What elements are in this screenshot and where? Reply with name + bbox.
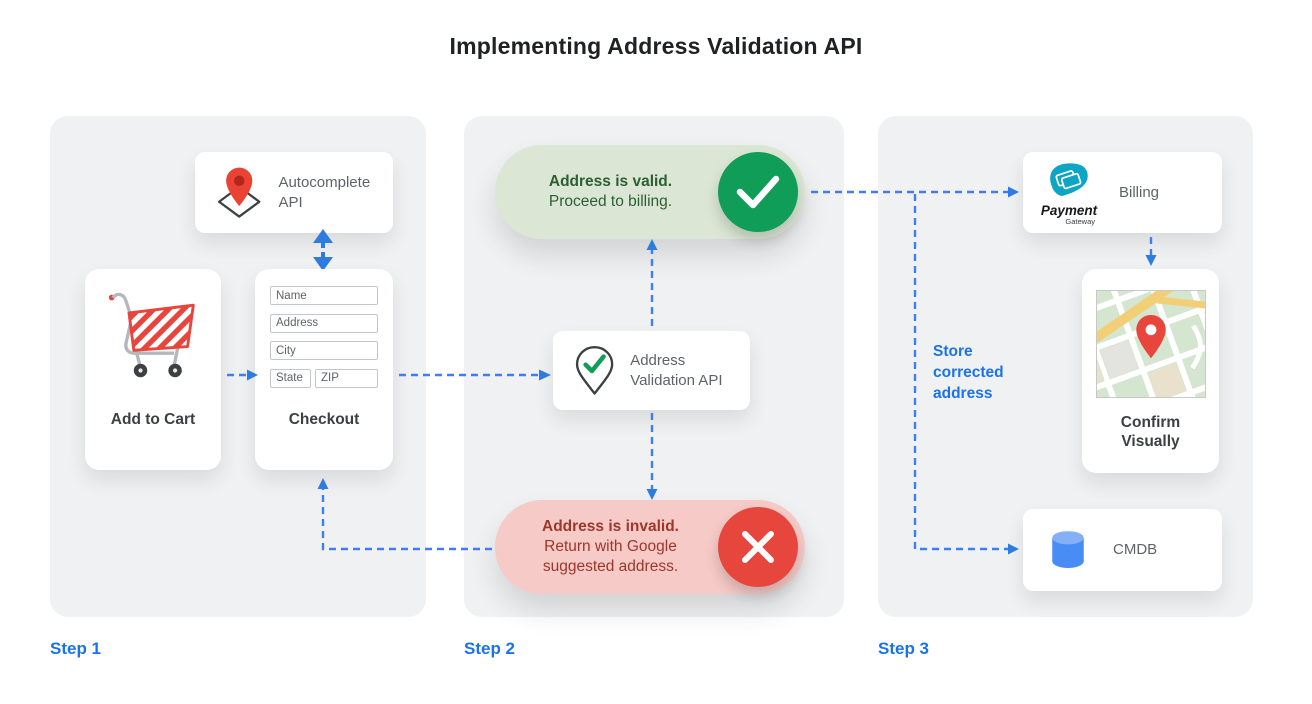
billing-label: Billing: [1119, 183, 1160, 201]
name-field: [270, 286, 378, 305]
add-to-cart-card: Add to Cart: [85, 269, 221, 470]
address-field: [270, 313, 378, 333]
zip-field: [315, 368, 378, 388]
confirm-visually-card: Confirm Visually: [1082, 269, 1219, 473]
address-valid-text: Address is valid. Proceed to billing.: [513, 145, 708, 239]
city-field: [270, 341, 378, 360]
shopping-cart-icon: [108, 292, 195, 378]
address-invalid-title: Address is invalid.: [542, 518, 679, 535]
payment-gateway-logo: Payment Gateway: [1037, 160, 1101, 226]
address-valid-subtitle: Proceed to billing.: [548, 193, 673, 210]
state-field: [270, 368, 311, 388]
store-corrected-address-note: Store corrected address: [933, 343, 1004, 402]
page-title: Implementing Address Validation API: [449, 33, 863, 59]
address-invalid-subtitle: Return with Google suggested address.: [542, 538, 679, 575]
checkout-label: Checkout: [288, 411, 360, 428]
map-pin-diamond-icon: [217, 167, 261, 218]
address-invalid-pill: Address is invalid. Return with Google s…: [495, 500, 805, 594]
step-1-label: Step 1: [50, 639, 102, 658]
address-valid-pill: Address is valid. Proceed to billing.: [495, 145, 805, 239]
valid-status-circle: [718, 152, 798, 232]
map-pin-check-icon: [575, 345, 614, 395]
step-3-label: Step 3: [878, 639, 930, 658]
logo-payment-text: Payment: [1040, 202, 1098, 218]
x-icon: [742, 531, 774, 563]
autocomplete-api-label: Autocomplete API: [278, 173, 371, 211]
checkout-form: [270, 286, 378, 396]
payment-gateway-blob-icon: [1050, 162, 1088, 196]
address-valid-title: Address is valid.: [548, 173, 673, 190]
cmdb-label: CMDB: [1113, 541, 1158, 558]
address-validation-api-card: Address Validation API: [553, 331, 750, 410]
database-icon: [1052, 531, 1084, 568]
billing-card: Payment Gateway Billing: [1023, 152, 1222, 233]
cmdb-card: CMDB: [1023, 509, 1222, 591]
bidirectional-arrow-icon: [313, 229, 333, 271]
map-thumbnail-icon: [1096, 290, 1206, 398]
step-2-label: Step 2: [464, 639, 516, 658]
autocomplete-api-card: Autocomplete API: [195, 152, 393, 233]
checkout-card: Checkout: [255, 269, 393, 470]
address-validation-api-label: Address Validation API: [630, 351, 723, 389]
logo-gateway-text: Gateway: [1065, 216, 1095, 226]
check-icon: [736, 175, 780, 209]
add-to-cart-label: Add to Cart: [110, 411, 196, 428]
address-invalid-text: Address is invalid. Return with Google s…: [513, 500, 708, 594]
confirm-visually-label: Confirm Visually: [1120, 414, 1181, 450]
invalid-status-circle: [718, 507, 798, 587]
